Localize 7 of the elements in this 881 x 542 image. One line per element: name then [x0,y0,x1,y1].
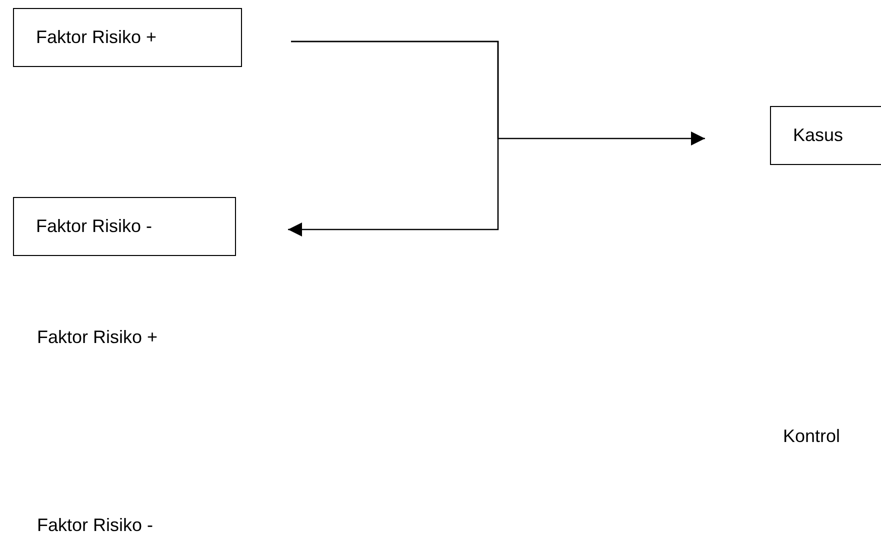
arrow [288,40,499,236]
process-box: Faktor Risiko + [13,8,242,67]
process-box: Kasus [770,106,881,165]
label-text: Faktor Risiko + [37,327,158,348]
label-text: Kontrol [783,426,840,447]
label-text: Faktor Risiko - [37,515,154,536]
process-box: Faktor Risiko - [13,197,236,256]
